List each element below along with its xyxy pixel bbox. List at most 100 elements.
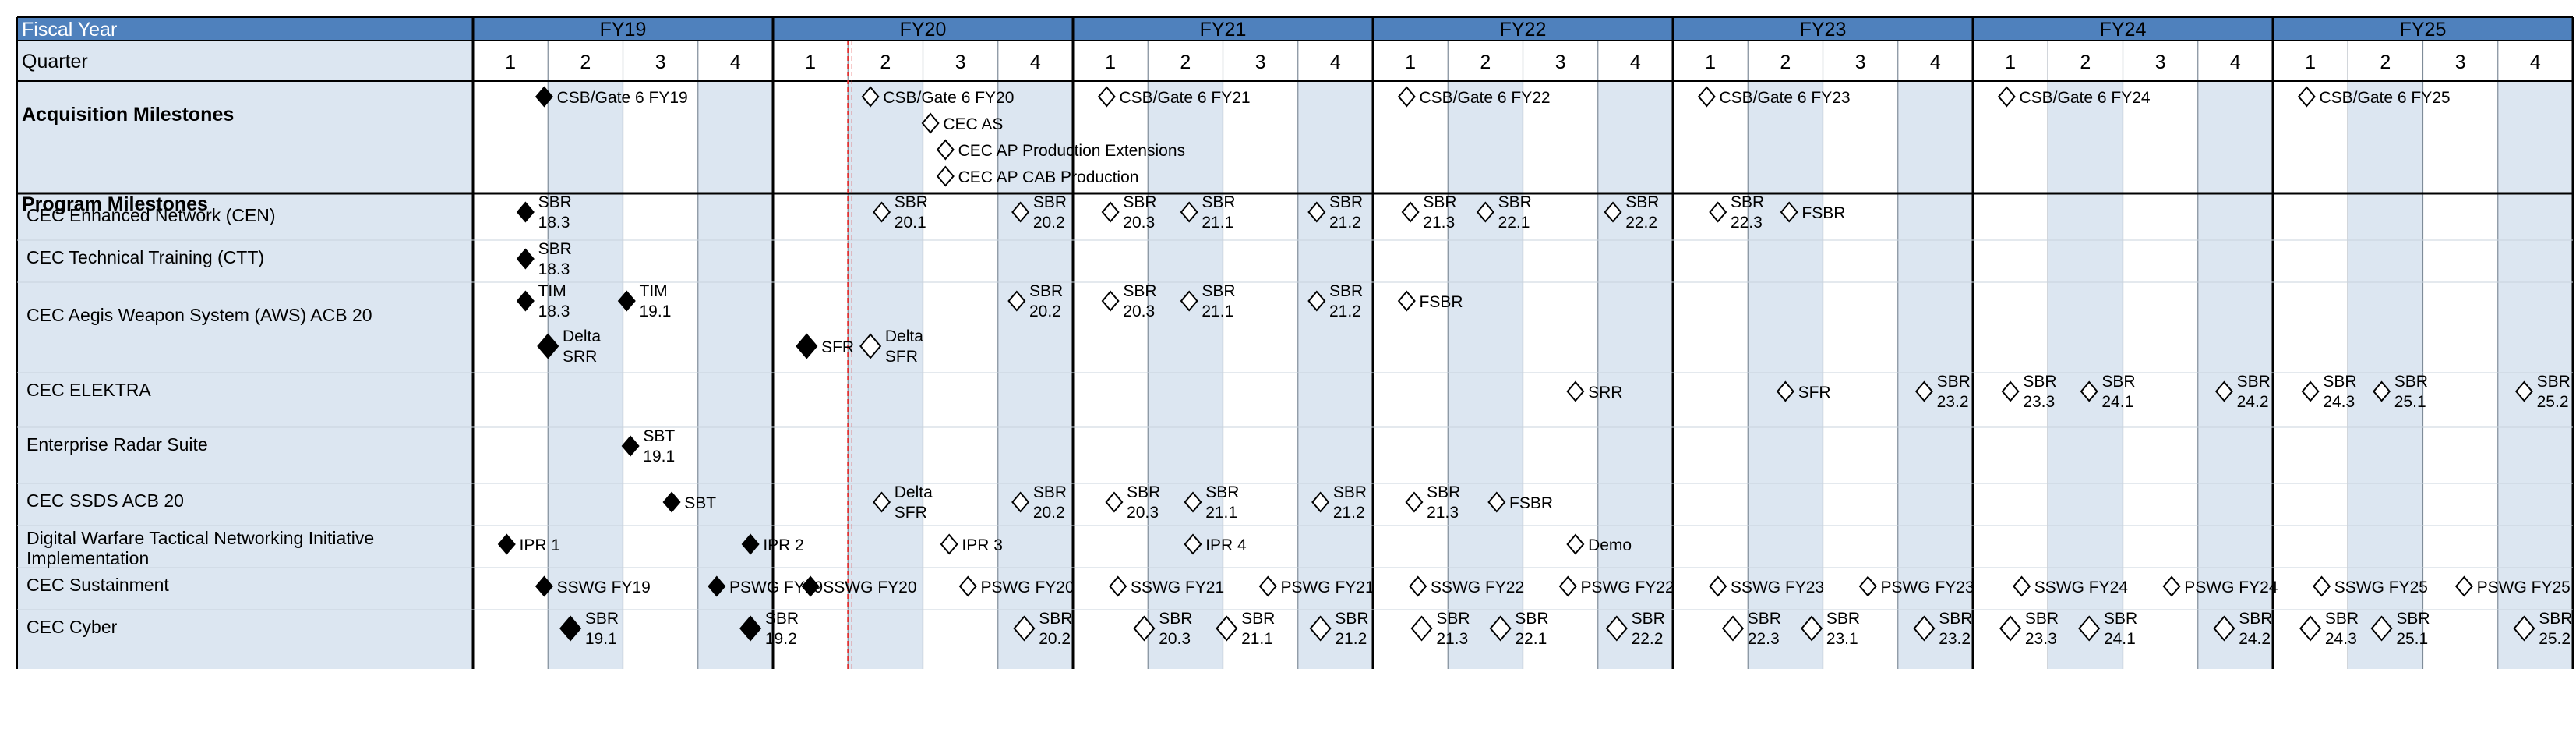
quarter-header: 3	[955, 51, 966, 73]
row-label-ctt: CEC Technical Training (CTT)	[26, 247, 264, 267]
milestone-label: SBR	[1625, 193, 1659, 211]
milestone-label: 20.3	[1159, 630, 1191, 648]
quarter-header: 3	[655, 51, 666, 73]
milestone-label: CSB/Gate 6 FY24	[2020, 89, 2151, 107]
milestone-diamond	[516, 248, 535, 270]
milestone-label: 24.1	[2104, 630, 2136, 648]
milestone-label: SBR	[1159, 610, 1192, 628]
milestone-diamond	[2080, 380, 2098, 402]
milestone-label: 25.1	[2396, 630, 2428, 648]
milestone-label: SBR	[585, 610, 619, 628]
milestone-diamond	[2513, 615, 2535, 642]
milestone-label: 20.2	[1033, 214, 1065, 232]
quarter-header: 2	[2080, 51, 2091, 73]
milestone-diamond	[1133, 615, 1156, 642]
row-label-dwtni: Implementation	[26, 548, 149, 568]
fiscal-year-band	[17, 17, 2573, 41]
milestone-diamond	[2013, 575, 2031, 597]
quarter-label: Quarter	[22, 51, 88, 73]
milestone-label: SBR	[2323, 373, 2356, 391]
acquisition-milestones-heading: Acquisition Milestones	[22, 104, 234, 126]
milestone-label: IPR 2	[763, 536, 804, 554]
milestone-label: CSB/Gate 6 FY22	[1420, 89, 1551, 107]
quarter-shade	[1297, 41, 1373, 669]
milestone-label: SBR	[1515, 610, 1548, 628]
milestone-label: 18.3	[538, 214, 570, 232]
milestone-label: 24.3	[2323, 393, 2355, 411]
year-header: FY21	[1200, 19, 1247, 41]
milestone-label: 23.3	[2023, 393, 2055, 411]
quarter-header: 2	[1180, 51, 1191, 73]
quarter-shade	[1597, 41, 1673, 669]
milestone-label: 21.2	[1329, 214, 1361, 232]
quarter-shade	[2497, 41, 2573, 669]
milestone-label: SBR	[1937, 373, 1971, 391]
milestone-label: SBR	[895, 193, 928, 211]
milestone-label: 19.1	[643, 448, 675, 465]
milestone-label: 20.2	[1029, 303, 1061, 320]
quarter-shade	[548, 41, 623, 669]
milestone-label: SBT	[643, 427, 675, 445]
milestone-label: SFR	[821, 338, 854, 356]
milestone-label: SSWG FY19	[557, 579, 651, 596]
quarter-header: 4	[2230, 51, 2241, 73]
milestone-diamond	[1800, 615, 1823, 642]
milestone-label: SBR	[2537, 373, 2571, 391]
milestone-diamond	[1097, 86, 1116, 108]
milestone-diamond	[1013, 615, 1036, 642]
milestone-diamond	[1489, 615, 1512, 642]
milestone-label: SBR	[1329, 193, 1363, 211]
milestone-diamond	[1311, 491, 1330, 513]
milestone-label: SSWG FY23	[1731, 579, 1824, 596]
milestone-label: 24.2	[2237, 393, 2269, 411]
milestone-label: SBR	[1202, 193, 1235, 211]
quarter-header: 1	[1705, 51, 1716, 73]
milestone-label: SBR	[1123, 193, 1156, 211]
fiscal-year-label: Fiscal Year	[22, 19, 117, 41]
milestone-label: CEC AS	[943, 115, 1003, 133]
milestone-label: PSWG FY20	[980, 579, 1074, 596]
row-label-cen: CEC Enhanced Network (CEN)	[26, 205, 276, 225]
milestone-label: SSWG FY20	[823, 579, 916, 596]
milestone-diamond	[1184, 491, 1202, 513]
milestone-label: SFR	[1798, 384, 1831, 402]
milestone-label: SBR	[1127, 483, 1160, 501]
milestone-diamond	[1604, 201, 1622, 223]
milestone-label: 20.1	[895, 214, 926, 232]
milestone-diamond	[1011, 491, 1030, 513]
milestone-label: Delta	[563, 327, 601, 345]
quarter-header: 1	[505, 51, 516, 73]
milestone-label: 23.2	[1937, 393, 1969, 411]
milestone-label: FSBR	[1801, 204, 1845, 222]
year-header: FY20	[900, 19, 947, 41]
milestone-label: 20.3	[1123, 303, 1155, 320]
milestone-diamond	[859, 333, 882, 359]
quarter-header: 2	[580, 51, 591, 73]
milestone-diamond	[1184, 533, 1202, 555]
milestone-diamond	[1105, 491, 1124, 513]
milestone-label: PSWG FY19	[729, 579, 823, 596]
quarter-shade	[2348, 41, 2423, 669]
milestone-diamond	[796, 333, 818, 359]
milestone-diamond	[739, 615, 762, 642]
milestone-diamond	[936, 139, 955, 161]
milestone-label: FSBR	[1420, 293, 1463, 311]
label-column-band	[17, 41, 473, 669]
milestone-label: 21.1	[1241, 630, 1273, 648]
milestone-label: 21.1	[1205, 504, 1237, 522]
milestone-diamond	[873, 201, 891, 223]
quarter-header: 1	[2005, 51, 2016, 73]
milestone-diamond	[940, 533, 958, 555]
milestone-diamond	[1216, 615, 1238, 642]
milestone-diamond	[617, 290, 636, 312]
milestone-label: 21.1	[1202, 303, 1233, 320]
milestone-label: SBR	[538, 240, 572, 258]
quarter-shade	[2048, 41, 2123, 669]
milestone-diamond	[1409, 575, 1427, 597]
quarter-header: 1	[1105, 51, 1116, 73]
milestone-label: SBR	[1939, 610, 1972, 628]
milestone-diamond	[1566, 533, 1585, 555]
milestone-diamond	[921, 112, 940, 134]
